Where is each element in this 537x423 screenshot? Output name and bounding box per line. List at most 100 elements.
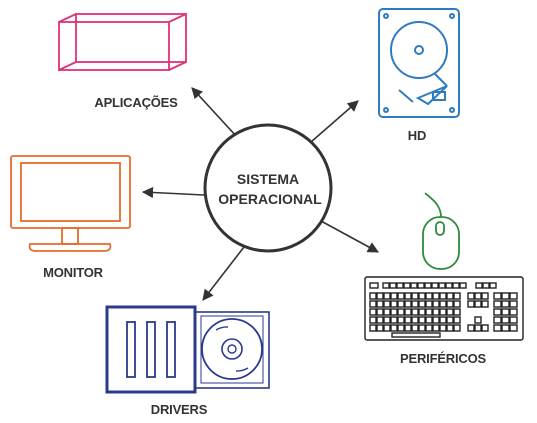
center-label-line2: OPERACIONAL xyxy=(218,191,322,207)
keyboard-key xyxy=(404,316,412,324)
keyboard-key xyxy=(452,282,460,289)
keyboard-key xyxy=(467,300,475,308)
keyboard-key xyxy=(501,324,510,332)
applications-node: APLICAÇÕES xyxy=(58,13,187,110)
keyboard-key xyxy=(431,282,439,289)
monitor-node: MONITOR xyxy=(10,155,131,280)
keyboard-key xyxy=(410,282,418,289)
keyboard-key xyxy=(474,316,482,324)
keyboard-key xyxy=(391,332,441,338)
3d-box-icon xyxy=(58,13,187,71)
keyboard-key xyxy=(509,316,518,324)
keyboard-key xyxy=(432,324,440,332)
keyboard-key xyxy=(397,292,405,300)
keyboard-key xyxy=(493,292,502,300)
keyboard-key xyxy=(459,282,467,289)
arrow-to-drivers xyxy=(202,246,245,301)
keyboard-key xyxy=(376,292,384,300)
keyboard-key xyxy=(467,292,475,300)
hard-drive-icon xyxy=(378,8,460,118)
keyboard-key xyxy=(397,308,405,316)
keyboard-key xyxy=(475,282,483,289)
keyboard-key xyxy=(411,324,419,332)
keyboard-key xyxy=(509,300,518,308)
keyboard-key xyxy=(501,316,510,324)
keyboard-key xyxy=(481,300,489,308)
keyboard-key xyxy=(474,300,482,308)
keyboard-key xyxy=(481,292,489,300)
keyboard-key xyxy=(489,282,497,289)
drivers-node: DRIVERS xyxy=(105,305,270,417)
keyboard-key xyxy=(493,324,502,332)
arrow-to-hd xyxy=(310,100,359,143)
keyboard-key xyxy=(418,292,426,300)
keyboard-key xyxy=(474,292,482,300)
center-label-line1: SISTEMA xyxy=(237,171,299,187)
monitor-label: MONITOR xyxy=(43,265,104,280)
keyboard-key xyxy=(418,300,426,308)
keyboard-key xyxy=(438,282,446,289)
arrow-to-applications xyxy=(191,87,238,138)
keyboard-key xyxy=(425,300,433,308)
keyboard-key xyxy=(369,282,379,289)
keyboard-key xyxy=(411,292,419,300)
monitor-icon xyxy=(10,155,131,252)
keyboard-key xyxy=(446,300,454,308)
keyboard-key xyxy=(376,324,384,332)
keyboard-key xyxy=(501,292,510,300)
keyboard-icon xyxy=(364,276,524,341)
keyboard-key xyxy=(404,324,412,332)
keyboard-key xyxy=(369,324,377,332)
keyboard-key xyxy=(501,300,510,308)
keyboard-key xyxy=(509,292,518,300)
keyboard-key xyxy=(383,308,391,316)
keyboard-key xyxy=(369,316,377,324)
keyboard-key xyxy=(493,316,502,324)
keyboard-key xyxy=(453,292,461,300)
keyboard-key xyxy=(390,316,398,324)
keyboard-key xyxy=(397,324,405,332)
keyboard-key xyxy=(467,324,475,332)
keyboard-key xyxy=(376,316,384,324)
keyboard-key xyxy=(432,316,440,324)
keyboard-key xyxy=(425,324,433,332)
keyboard-key xyxy=(376,300,384,308)
keyboard-key xyxy=(509,324,518,332)
keyboard-key xyxy=(481,324,489,332)
keyboard-key xyxy=(446,308,454,316)
keyboard-key xyxy=(403,282,411,289)
arrows xyxy=(141,87,379,301)
keyboard-key xyxy=(390,300,398,308)
keyboard-key xyxy=(383,292,391,300)
keyboard-key xyxy=(446,324,454,332)
disk-drive-icon xyxy=(105,305,270,394)
keyboard-key xyxy=(418,308,426,316)
keyboard-key xyxy=(493,300,502,308)
keyboard-key xyxy=(383,316,391,324)
keyboard-key xyxy=(439,300,447,308)
applications-label: APLICAÇÕES xyxy=(94,95,178,110)
center-circle xyxy=(203,123,333,253)
keyboard-key xyxy=(425,308,433,316)
mouse-icon xyxy=(422,192,460,270)
keyboard-key xyxy=(390,292,398,300)
keyboard-key xyxy=(418,316,426,324)
arrow-to-monitor xyxy=(141,186,205,199)
keyboard-key xyxy=(453,308,461,316)
keyboard-key xyxy=(439,292,447,300)
keyboard-key xyxy=(446,292,454,300)
keyboard-key xyxy=(411,300,419,308)
keyboard-key xyxy=(396,282,404,289)
keyboard-key xyxy=(369,292,377,300)
keyboard-key xyxy=(439,308,447,316)
keyboard-key xyxy=(376,308,384,316)
keyboard-key xyxy=(432,308,440,316)
keyboard-key xyxy=(446,316,454,324)
drivers-label: DRIVERS xyxy=(151,402,208,417)
peripherals-node: PERIFÉRICOS xyxy=(364,192,524,366)
keyboard-key xyxy=(474,324,482,332)
keyboard-key xyxy=(404,292,412,300)
keyboard-key xyxy=(411,308,419,316)
